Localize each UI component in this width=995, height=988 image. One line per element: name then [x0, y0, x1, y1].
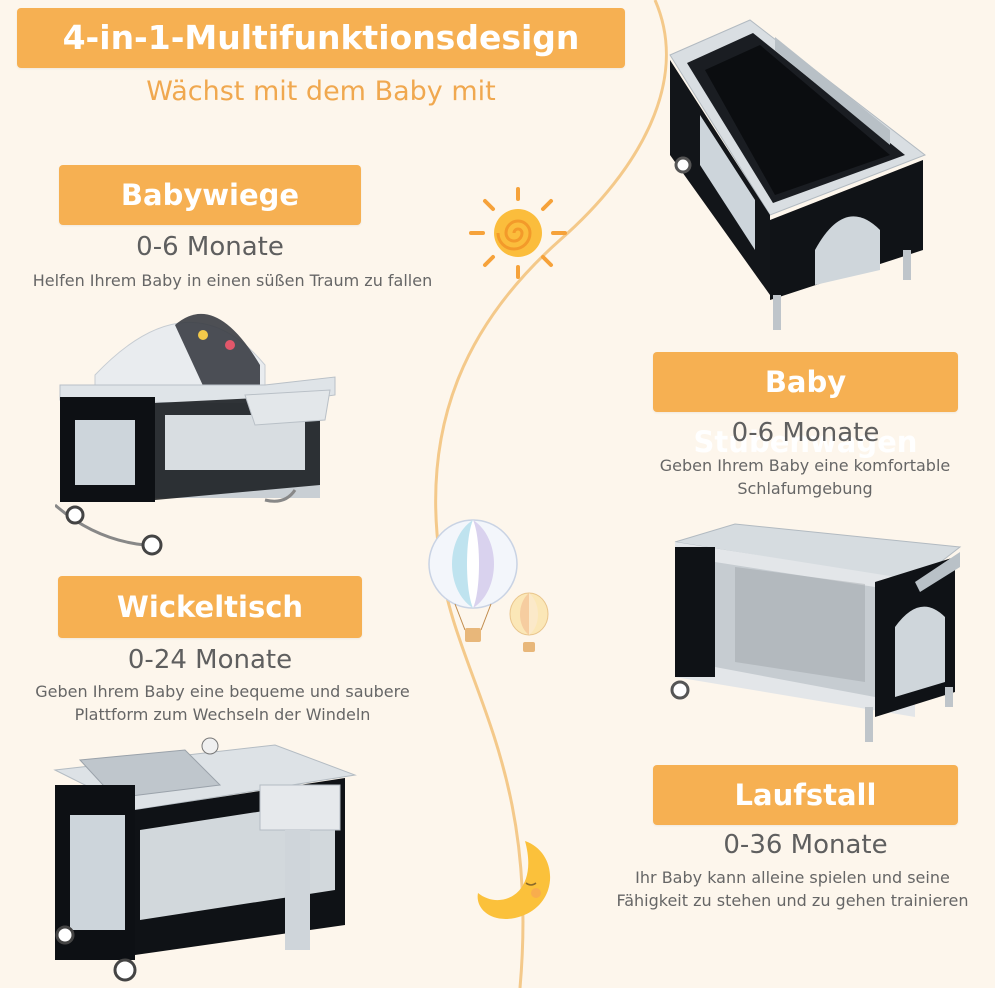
feature-title-wickeltisch: Wickeltisch [58, 576, 362, 638]
crescent-moon-icon [477, 841, 551, 919]
feature-desc-wickeltisch: Geben Ihrem Baby eine bequeme und sauber… [35, 682, 410, 724]
subtitle: Wächst mit dem Baby mit [146, 76, 496, 107]
stubenwagen-product-image [669, 19, 927, 330]
feature-age-stubenwagen: 0-6 Monate [731, 418, 880, 448]
feature-age-babywiege: 0-6 Monate [136, 232, 284, 262]
feature-age-wickeltisch: 0-24 Monate [127, 645, 293, 675]
sun-icon [469, 187, 567, 279]
babywiege-product-image [55, 313, 336, 556]
laufstall-product-image [670, 523, 962, 742]
feature-desc-laufstall: Ihr Baby kann alleine spielen und seine … [616, 868, 969, 910]
wickeltisch-product-image [53, 737, 357, 982]
main-title-banner: 4-in-1-Multifunktionsdesign [17, 8, 625, 68]
feature-desc-stubenwagen: Geben Ihrem Baby eine komfortable Schlaf… [659, 456, 951, 498]
feature-title-stubenwagen: Baby Stubenwagen [653, 352, 958, 459]
feature-desc-babywiege: Helfen Ihrem Baby in einen süßen Traum z… [32, 271, 433, 290]
hot-air-balloon-icon [428, 519, 549, 652]
feature-title-babywiege: Babywiege [59, 165, 361, 225]
feature-age-laufstall: 0-36 Monate [723, 830, 888, 860]
feature-title-laufstall: Laufstall [653, 765, 958, 825]
